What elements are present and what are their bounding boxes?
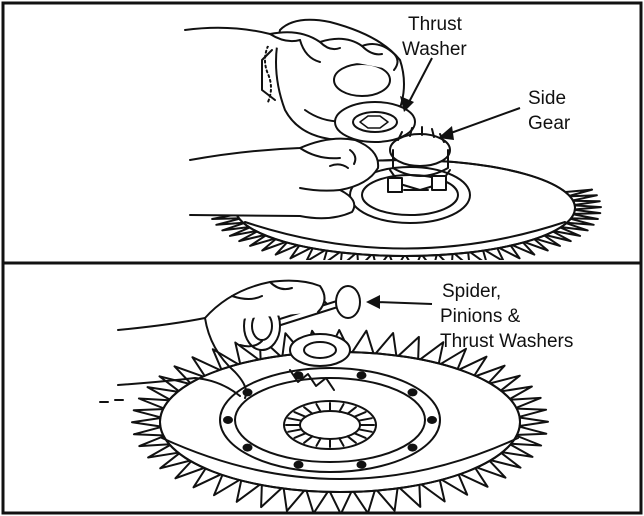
bolt-hole <box>295 462 303 468</box>
spider-pinions-label-line-1: Spider, <box>442 281 501 302</box>
gear-tooth <box>573 205 601 209</box>
side-gear-arrowhead <box>438 126 454 140</box>
bolt-hole <box>244 445 252 451</box>
thrust-washer-label-line-1: Thrust <box>408 14 463 35</box>
gear-tooth <box>132 418 162 427</box>
bolt-hole <box>409 445 417 451</box>
callout-arrows-bottom <box>366 295 432 309</box>
gear-tooth <box>329 490 352 514</box>
bolt-hole <box>358 462 366 468</box>
bolt-hole <box>409 389 417 395</box>
thrust-washer-arrow <box>408 58 432 104</box>
spider-arrow <box>376 302 432 304</box>
bolt-hole <box>244 389 252 395</box>
side-gear-label-line-1: Side <box>528 88 566 109</box>
lower-hand <box>190 139 378 219</box>
top-panel <box>185 20 601 270</box>
side-gear-label: Side Gear <box>528 88 571 134</box>
thrust-washer-label: Thrust Washer <box>402 14 467 60</box>
bolt-hole <box>224 417 232 423</box>
side-gear-splines <box>284 401 376 449</box>
spider-pinions-label-line-3: Thrust Washers <box>440 331 573 352</box>
spider-arrowhead <box>366 295 380 309</box>
side-gear-label-line-2: Gear <box>528 113 571 134</box>
spider-pinions-label: Spider, Pinions & Thrust Washers <box>440 281 573 352</box>
bolt-hole <box>428 417 436 423</box>
spider-pinions-label-line-2: Pinions & <box>440 306 521 327</box>
gear-tooth <box>572 210 601 214</box>
bolt-hole <box>358 372 366 378</box>
callout-arrows-top <box>400 58 520 140</box>
side-gear-arrow <box>448 108 520 134</box>
gear-tooth <box>518 417 548 426</box>
thrust-washer-label-line-2: Washer <box>402 39 467 60</box>
